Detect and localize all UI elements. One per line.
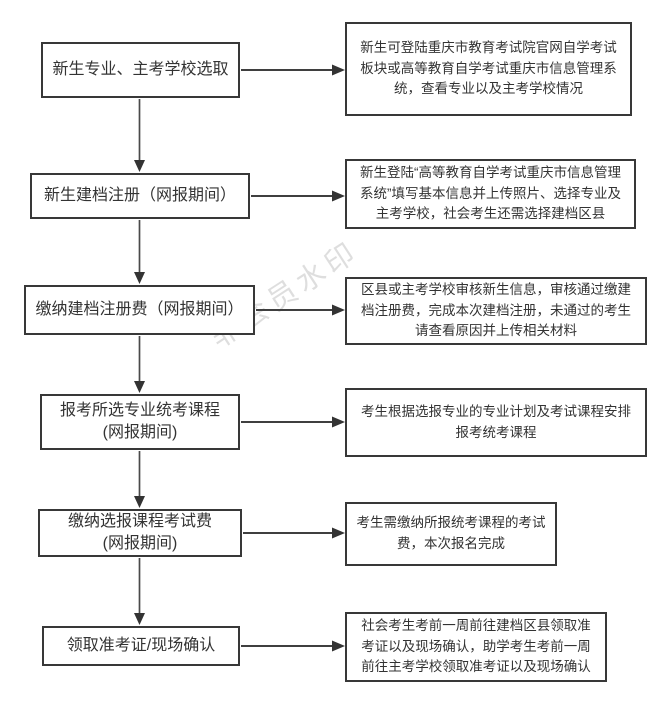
arrow-step1-to-step2 [134, 99, 145, 172]
arrow-head-icon [134, 272, 145, 284]
step-desc-get-admission-ticket: 社会考生考前一周前往建档区县领取准考证以及现场确认，助学考生考前一周前往主考学校… [345, 612, 607, 682]
arrow-head-icon [134, 160, 145, 172]
step-desc-new-student-register: 新生登陆“高等教育自学考试重庆市信息管理系统”填写基本信息并上传照片、选择专业及… [345, 159, 636, 229]
arrow-step5-to-step6 [134, 558, 145, 625]
arrow-step4-to-step5 [134, 451, 145, 508]
step-desc-pay-registration-fee: 区县或主考学校审核新生信息，审核通过缴建档注册费，完成本次建档注册，未通过的考生… [345, 277, 647, 345]
step-box-get-admission-ticket: 领取准考证/现场确认 [42, 626, 240, 666]
arrow-head-icon [332, 304, 345, 316]
step-box-pay-registration-fee: 缴纳建档注册费（网报期间） [24, 285, 255, 335]
arrow-step6-to-desc6 [241, 640, 345, 652]
arrow-head-icon [332, 527, 345, 539]
arrow-head-icon [332, 640, 345, 652]
step-desc-pay-exam-fee: 考生需缴纳所报统考课程的考试费，本次报名完成 [345, 502, 557, 566]
arrow-step2-to-desc2 [251, 190, 345, 202]
step-box-select-major-school: 新生专业、主考学校选取 [41, 42, 240, 98]
arrow-step3-to-desc3 [256, 304, 345, 316]
arrow-step3-to-step4 [134, 336, 145, 393]
step-box-pay-exam-fee: 缴纳选报课程考试费 (网报期间) [38, 509, 242, 557]
step-desc-select-major-school: 新生可登陆重庆市教育考试院官网自学考试板块或高等教育自学考试重庆市信息管理系统，… [345, 22, 632, 116]
arrow-step2-to-step3 [134, 220, 145, 284]
arrow-head-icon [134, 613, 145, 625]
arrow-head-icon [332, 64, 345, 76]
step-box-new-student-register: 新生建档注册（网报期间） [30, 173, 250, 219]
step-desc-enroll-courses: 考生根据选报专业的专业计划及考试课程安排报考统考课程 [345, 388, 647, 457]
arrow-step5-to-desc5 [243, 527, 345, 539]
arrow-head-icon [332, 416, 345, 428]
arrow-step1-to-desc1 [241, 64, 345, 76]
arrow-head-icon [134, 381, 145, 393]
arrow-head-icon [332, 190, 345, 202]
arrow-head-icon [134, 496, 145, 508]
arrow-step4-to-desc4 [241, 416, 345, 428]
step-box-enroll-courses: 报考所选专业统考课程 (网报期间) [40, 394, 240, 450]
